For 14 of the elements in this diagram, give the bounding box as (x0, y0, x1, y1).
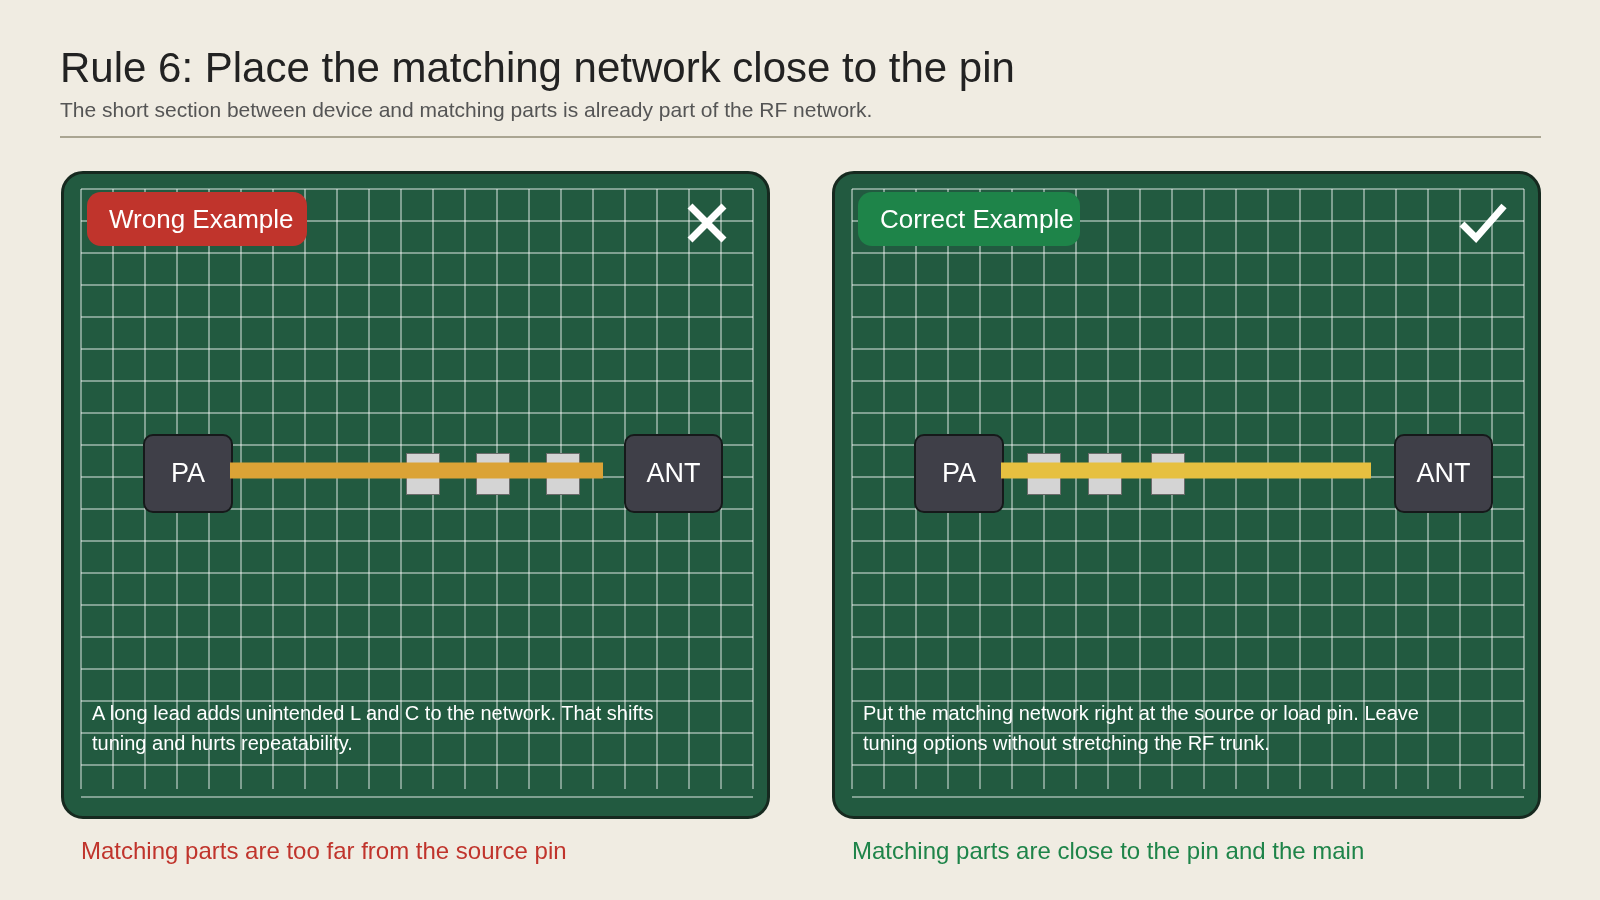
title: Rule 6: Place the matching network close to the pin (60, 43, 1015, 93)
rf-trace (1001, 462, 1371, 479)
panel-caption: Matching parts are too far from the source pin (81, 836, 567, 866)
example-badge: Wrong Example (87, 192, 307, 246)
rf-trace (230, 462, 603, 479)
example-badge: Correct Example (858, 192, 1080, 246)
component-block: ANT (624, 434, 723, 513)
panel-caption: Matching parts are close to the pin and the main (852, 836, 1365, 866)
subtitle: The short section between device and matching parts is already part of the RF network. (60, 97, 873, 123)
panel-description: A long lead adds unintended L and C to the network. That shifts tuning and hurts repeatability. (92, 701, 655, 756)
component-block: PA (143, 434, 233, 513)
component-block: PA (914, 434, 1004, 513)
component-block: ANT (1394, 434, 1493, 513)
panel-description: Put the matching network right at the source or load pin. Leave tuning options without stretching the RF trunk. (863, 701, 1420, 756)
